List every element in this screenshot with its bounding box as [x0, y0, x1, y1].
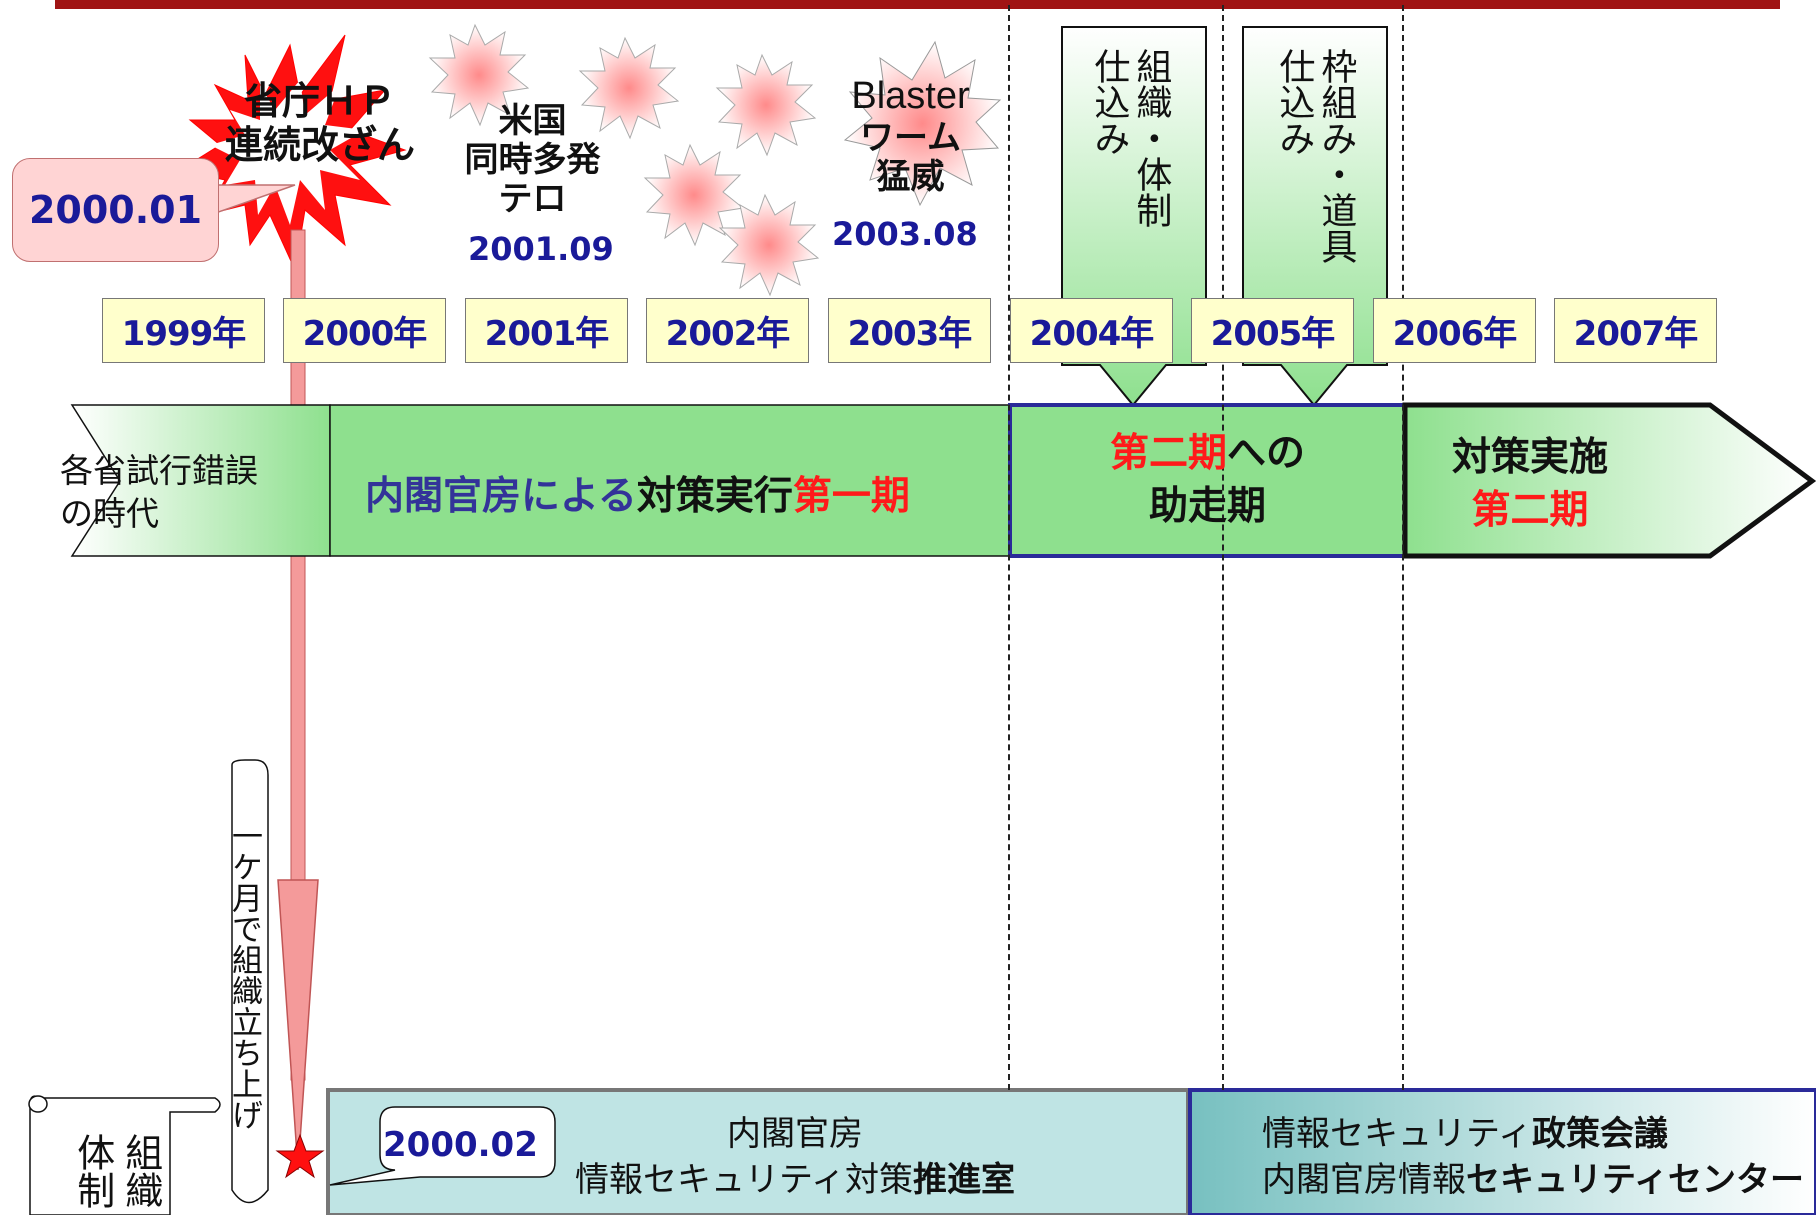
year-2007: 2007年 — [1554, 298, 1717, 363]
star-icon — [275, 1133, 325, 1179]
phase1-part2: 対策実行 — [636, 474, 793, 519]
event-blaster-line2: ワーム — [860, 117, 961, 158]
callout-2000-02 — [329, 1106, 556, 1186]
year-2005: 2005年 — [1191, 298, 1354, 363]
phase2-line2: 第二期 — [1471, 487, 1589, 533]
event-hp-hack: 省庁ＨＰ 連続改ざん — [205, 79, 435, 167]
event-hp-line1: 省庁ＨＰ — [243, 79, 396, 123]
burst-icon — [578, 36, 680, 140]
org-left-line2: 情報セキュリティ対策 — [575, 1159, 913, 1200]
phase1-label: 内閣官房による対策実行第一期 — [365, 465, 910, 521]
top-rule — [55, 0, 1780, 9]
burst-icon — [210, 80, 365, 225]
org-left-text: 内閣官房 情報セキュリティ対策推進室 — [560, 1112, 1030, 1204]
phase2-band — [1402, 402, 1816, 559]
org-right-text: 情報セキュリティ政策会議 内閣官房情報セキュリティセンター — [1262, 1112, 1812, 1204]
date-2003-08: 2003.08 — [832, 215, 978, 253]
date-2000-01: 2000.01 — [28, 188, 203, 232]
note-shape — [231, 759, 269, 1204]
trial-era-line1: 各省試行錯誤 — [60, 451, 258, 490]
org-right-line1: 情報セキュリティ — [1262, 1114, 1532, 1154]
burst-icon — [428, 23, 530, 127]
phase1-part1: 内閣官房による — [365, 474, 637, 519]
year-2006: 2006年 — [1373, 298, 1536, 363]
event-terror-line2: 同時多発 — [464, 140, 601, 181]
year-2001: 2001年 — [465, 298, 628, 363]
runup-part2: への — [1227, 431, 1306, 476]
date-2000-02: 2000.02 — [383, 1125, 538, 1165]
runup-label: 第二期への 助走期 — [1010, 428, 1405, 533]
burst-icon — [715, 53, 817, 157]
timeline-arrowhead — [277, 879, 319, 1171]
year-2002: 2002年 — [646, 298, 809, 363]
period-line — [1222, 5, 1224, 1090]
prep-tools-label-2: 仕込み — [1273, 48, 1315, 156]
prep-org-label-1: 組織・体制 — [1130, 48, 1172, 228]
period-line — [1008, 5, 1010, 1090]
org-label-col2: 体制 — [70, 1133, 115, 1209]
trial-era-label: 各省試行錯誤 の時代 — [60, 450, 258, 536]
burst-icon — [643, 143, 745, 247]
prep-org-label-2: 仕込み — [1088, 48, 1130, 156]
org-bar-right — [1188, 1088, 1816, 1215]
burst-icon — [843, 40, 1002, 207]
event-terror: 米国 同時多発 テロ — [450, 101, 615, 220]
org-right-line2: 内閣官房情報 — [1262, 1159, 1466, 1200]
callout-2000-01: 2000.01 — [12, 158, 219, 262]
burst-icon — [718, 193, 820, 297]
org-right-line2-bold: セキュリティセンター — [1466, 1159, 1804, 1200]
event-blaster: Blaster ワーム 猛威 — [828, 75, 993, 197]
one-month-note: 一ケ月で組織立ち上げ — [226, 820, 262, 1130]
phase1-part3: 第一期 — [792, 474, 910, 519]
runup-line2: 助走期 — [1148, 483, 1266, 529]
org-label-col1: 組織 — [118, 1133, 163, 1209]
trial-era-line2: の時代 — [60, 493, 159, 533]
year-2003: 2003年 — [828, 298, 991, 363]
date-2001-09: 2001.09 — [468, 230, 614, 268]
event-terror-line1: 米国 — [498, 101, 567, 141]
phase1-band — [329, 404, 1011, 557]
phase2-line1: 対策実施 — [1451, 435, 1608, 480]
event-hp-line2: 連続改ざん — [224, 122, 415, 167]
event-blaster-line1: Blaster — [851, 75, 970, 117]
runup-part1: 第二期 — [1109, 431, 1227, 476]
year-2004: 2004年 — [1010, 298, 1173, 363]
year-1999: 1999年 — [102, 298, 265, 363]
year-2000: 2000年 — [283, 298, 446, 363]
event-terror-line3: テロ — [498, 179, 567, 220]
org-right-line1-bold: 政策会議 — [1531, 1114, 1668, 1154]
org-left-line1: 内閣官房 — [727, 1114, 863, 1154]
prep-tools-label-1: 枠組み・道具 — [1315, 48, 1357, 264]
phase2-label: 対策実施 第二期 — [1405, 432, 1655, 537]
trial-era-band — [70, 404, 331, 557]
period-line — [1402, 5, 1404, 1090]
event-blaster-line3: 猛威 — [876, 156, 945, 197]
org-left-line2-bold: 推進室 — [912, 1159, 1015, 1200]
